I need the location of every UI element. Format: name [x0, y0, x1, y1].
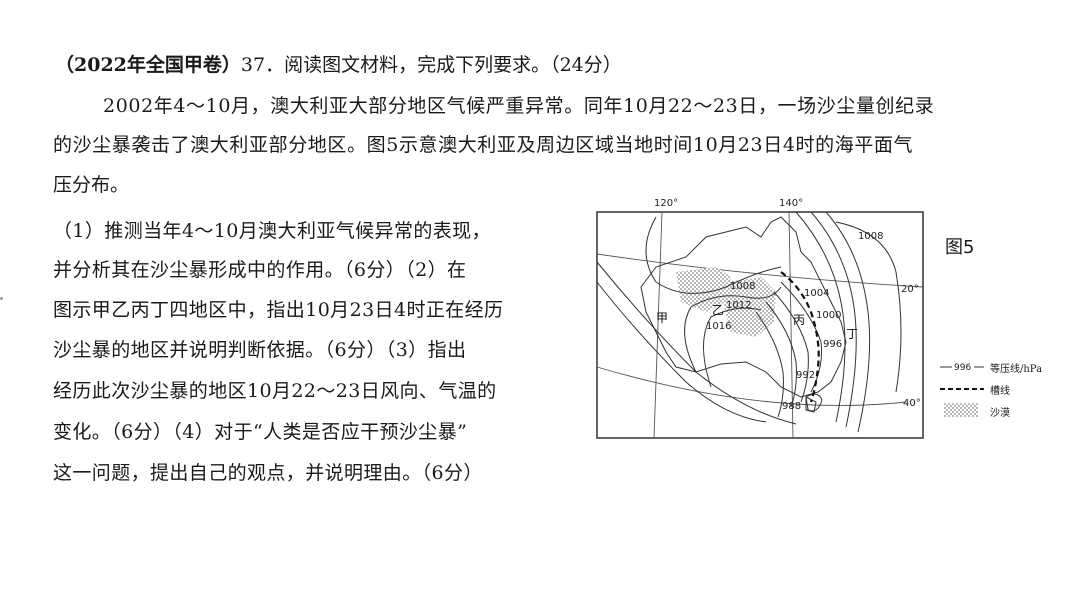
- latitude-label: 20°: [901, 284, 919, 295]
- region-label: 丙: [793, 313, 805, 327]
- region-label: 乙: [712, 303, 724, 317]
- isobar: [596, 261, 797, 425]
- legend-symbols: 996: [940, 363, 984, 417]
- isobar: [755, 311, 784, 418]
- subquestion-line: 图示甲乙丙丁四地区中，指出10月23日4时正在经历: [53, 299, 504, 321]
- isobar: [795, 211, 846, 423]
- pressure-map: 120° 140° 20° 40° 1008 1004 1000 996 992…: [596, 198, 924, 439]
- isobar: [825, 211, 871, 433]
- isobar-label: 1008: [858, 231, 883, 242]
- passage-line-3: 压分布。: [53, 174, 130, 196]
- question-header: （2022年全国甲卷）37．阅读图文材料，完成下列要求。（24分）: [55, 50, 622, 77]
- latitude-line-40: [596, 366, 907, 406]
- figure-label: 图5: [945, 237, 975, 258]
- legend-desert-label: 沙漠: [990, 408, 1010, 419]
- latitude-label: 40°: [903, 398, 921, 409]
- isobar-label: 1016: [706, 321, 731, 332]
- isobar-label: 1004: [804, 288, 829, 299]
- isobar: [703, 307, 762, 388]
- legend-isobar-label: 等压线/hPa: [990, 364, 1043, 375]
- australia-coast: [640, 216, 847, 398]
- isobar-label: 1012: [726, 300, 751, 311]
- region-label: 丁: [846, 327, 858, 341]
- subquestion-line: 沙尘暴的地区并说明判断依据。（6分）（3）指出: [53, 339, 467, 361]
- trough-line: [780, 271, 820, 403]
- longitude-line-120: [653, 211, 663, 439]
- subquestion-line: 变化。（6分）（4）对于“人类是否应干预沙尘暴”: [53, 421, 468, 443]
- isobar-label: 996: [823, 339, 842, 350]
- isobar-label: 1008: [730, 281, 755, 292]
- question-title: 37．阅读图文材料，完成下列要求。（24分）: [240, 54, 622, 76]
- longitude-line-140: [788, 211, 794, 439]
- isobar: [684, 286, 782, 373]
- question-source: （2022年全国甲卷）: [55, 54, 241, 76]
- subquestion-line: （1）推测当年4～10月澳大利亚气候异常的表现，: [53, 220, 491, 242]
- isobar: [645, 216, 782, 294]
- legend-trough-label: 槽线: [990, 386, 1010, 397]
- isobar: [773, 291, 809, 403]
- longitude-label: 140°: [779, 198, 803, 209]
- passage-line-1: 2002年4～10月，澳大利亚大部分地区气候严重异常。同年10月22～23日，一…: [103, 95, 935, 117]
- isobar: [596, 281, 767, 423]
- isobar: [835, 221, 902, 393]
- subquestion-line: 并分析其在沙尘暴形成中的作用。（6分）（2）在: [53, 259, 467, 281]
- isobar: [810, 211, 857, 428]
- desert-west: [676, 267, 731, 312]
- map-legend: 996 等压线/hPa 槽线 沙漠: [940, 355, 1070, 425]
- legend-isobar-sample: 996: [954, 363, 971, 373]
- isobar-label: 992: [796, 370, 815, 381]
- isobar-label: 1000: [816, 310, 841, 321]
- longitude-label: 120°: [654, 198, 678, 209]
- subquestion-line: 经历此次沙尘暴的地区10月22～23日风向、气温的: [53, 380, 497, 402]
- isobar: [765, 301, 797, 408]
- passage-line-2: 的沙尘暴袭击了澳大利亚部分地区。图5示意澳大利亚及周边区域当地时间10月23日4…: [53, 134, 914, 156]
- margin-dot: [0, 297, 3, 300]
- subquestion-line: 这一问题，提出自己的观点，并说明理由。（6分）: [53, 462, 483, 484]
- region-label: 甲: [656, 311, 668, 325]
- isobar-label: 988: [782, 401, 801, 412]
